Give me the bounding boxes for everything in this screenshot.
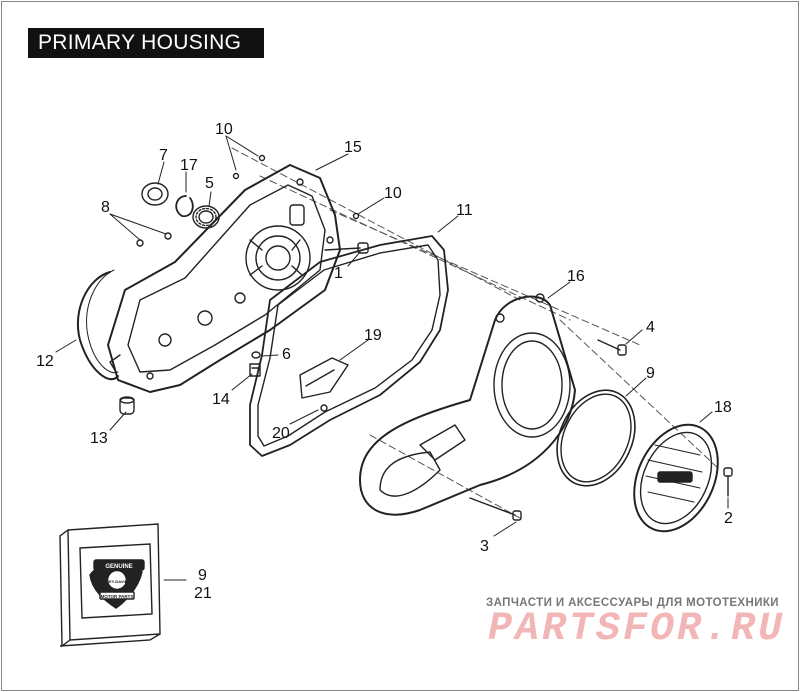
- part-8-dowel-b: [164, 232, 172, 240]
- part-2-screw: [723, 467, 733, 497]
- part-10-dowel-c: [352, 212, 360, 220]
- callout-16: 16: [567, 268, 585, 285]
- callout-3: 3: [480, 538, 489, 555]
- part-10-dowel-a: [232, 172, 240, 180]
- callout-4: 4: [646, 319, 655, 336]
- part-18-derby-cover: [633, 423, 719, 533]
- package-bottom-text: MOTOR PARTS: [101, 594, 134, 599]
- watermark-tagline: ЗАПЧАСТИ И АКСЕССУАРЫ ДЛЯ МОТОТЕХНИКИ: [486, 597, 779, 609]
- callout-17: 17: [180, 157, 198, 174]
- callout-9b: 9: [198, 567, 207, 584]
- genuine-parts-package: [59, 523, 161, 648]
- assembly-lines: [231, 147, 721, 519]
- part-1-bolt: [324, 242, 369, 254]
- callout-9a: 9: [646, 365, 655, 382]
- package-middle-text: HARLEY-DAVIDSON: [98, 579, 136, 584]
- part-19-chain-tensioner: [299, 357, 349, 399]
- part-17-retaining-ring: [175, 195, 194, 218]
- part-7-seal: [141, 182, 169, 206]
- part-14-fitting: [249, 363, 261, 377]
- part-20-screw: [320, 404, 328, 412]
- part-13-dowel: [119, 396, 135, 415]
- part-9-o-ring: [556, 389, 636, 487]
- callout-8: 8: [101, 199, 110, 216]
- part-6-washer: [251, 351, 261, 359]
- callout-12: 12: [36, 353, 54, 370]
- watermark-brand: PARTSFOR.RU: [488, 607, 786, 652]
- callout-labels: 10 15 7 17 5 8 10 11 1 16 12 19 6 4 9 14…: [36, 121, 733, 602]
- part-3-screw: [469, 497, 522, 521]
- callout-21: 21: [194, 585, 212, 602]
- callout-7: 7: [159, 147, 168, 164]
- callout-19: 19: [364, 327, 382, 344]
- part-11-gasket: [249, 235, 449, 457]
- callout-15: 15: [344, 139, 362, 156]
- callout-6: 6: [282, 346, 291, 363]
- part-4-screw: [597, 339, 627, 356]
- callout-leaders: [55, 135, 729, 581]
- part-15-inner-housing: [107, 164, 341, 393]
- part-10-dowel-b: [258, 154, 266, 162]
- callout-10b: 10: [384, 185, 402, 202]
- callout-2: 2: [724, 510, 733, 527]
- callout-14: 14: [212, 391, 230, 408]
- part-5-bearing: [192, 205, 220, 229]
- callout-18: 18: [714, 399, 732, 416]
- part-16-primary-cover: [359, 293, 576, 516]
- part-12-gasket: [76, 271, 119, 381]
- callout-10a: 10: [215, 121, 233, 138]
- callout-20: 20: [272, 425, 290, 442]
- callout-11: 11: [456, 202, 473, 219]
- callout-1: 1: [334, 265, 343, 282]
- page-title: PRIMARY HOUSING: [28, 28, 264, 58]
- callout-13: 13: [90, 430, 108, 447]
- part-8-dowel-a: [136, 239, 144, 247]
- package-top-text: GENUINE: [105, 564, 132, 570]
- callout-5: 5: [205, 175, 214, 192]
